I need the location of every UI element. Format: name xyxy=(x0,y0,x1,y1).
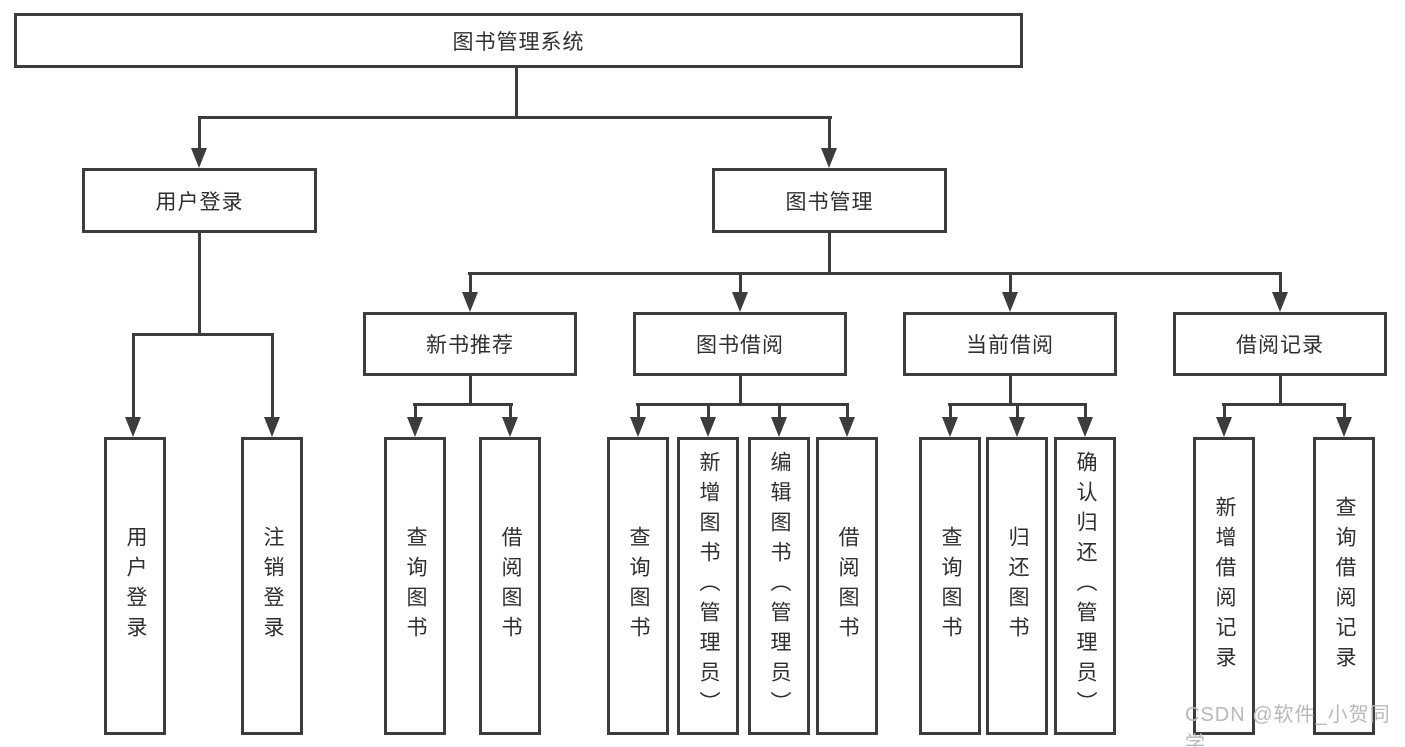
connector-drop-book-management xyxy=(828,116,831,150)
connector-drop-cb-return xyxy=(1016,403,1019,419)
node-leaf-cb-confirm-return-admin: 确认归还（管理员） xyxy=(1054,437,1116,735)
connector-drop-br-query xyxy=(1343,403,1346,419)
connector-user-login-hline xyxy=(132,333,274,336)
arrowhead-borrow-record xyxy=(1272,292,1288,312)
csdn-watermark: CSDN @软件_小贺同学 xyxy=(1185,704,1391,747)
node-current-borrow: 当前借阅 xyxy=(903,312,1117,376)
connector-drop-logout-login xyxy=(271,333,274,419)
arrowhead-cb-confirm xyxy=(1077,417,1093,437)
node-book-borrow: 图书借阅 xyxy=(633,312,847,376)
arrowhead-current-borrow xyxy=(1002,292,1018,312)
connector-cb-stub xyxy=(1009,376,1012,406)
node-book-borrow-label: 图书借阅 xyxy=(696,334,784,357)
node-current-borrow-label: 当前借阅 xyxy=(966,334,1054,357)
node-user-login-label: 用户登录 xyxy=(155,190,244,214)
node-leaf-bb-borrow-book-label: 借阅图书 xyxy=(836,526,859,646)
arrowhead-user-login xyxy=(191,148,207,168)
node-new-book-recommend-label: 新书推荐 xyxy=(426,334,514,357)
node-leaf-bb-borrow-book: 借阅图书 xyxy=(816,437,878,735)
connector-drop-new-book-recommend xyxy=(469,272,472,294)
connector-level2-hline xyxy=(198,116,832,119)
connector-drop-user-login-leaf xyxy=(132,333,135,419)
node-leaf-bb-add-book-admin-label: 新增图书（管理员） xyxy=(697,451,720,721)
arrowhead-br-add xyxy=(1216,417,1232,437)
node-leaf-nbr-borrow-book-label: 借阅图书 xyxy=(499,526,522,646)
node-leaf-cb-query-book: 查询图书 xyxy=(919,437,981,735)
node-leaf-logout-login-label: 注销登录 xyxy=(261,526,284,646)
node-leaf-cb-return-book-label: 归还图书 xyxy=(1006,526,1029,646)
connector-drop-nbr-borrow xyxy=(509,403,512,419)
connector-drop-bb-query xyxy=(637,403,640,419)
arrowhead-cb-query xyxy=(942,417,958,437)
arrowhead-nbr-borrow xyxy=(502,417,518,437)
connector-drop-user-login xyxy=(198,116,201,150)
connector-drop-book-borrow xyxy=(739,272,742,294)
node-borrow-record-label: 借阅记录 xyxy=(1236,334,1324,357)
connector-drop-nbr-query xyxy=(414,403,417,419)
connector-br-stub xyxy=(1279,376,1282,406)
connector-level3-hline xyxy=(468,272,1282,275)
connector-drop-bb-edit xyxy=(778,403,781,419)
connector-user-login-stub xyxy=(198,233,201,336)
arrowhead-bb-query xyxy=(630,417,646,437)
node-leaf-logout-login: 注销登录 xyxy=(241,437,303,735)
arrowhead-nbr-query xyxy=(407,417,423,437)
node-leaf-cb-query-book-label: 查询图书 xyxy=(939,526,962,646)
connector-drop-cb-query xyxy=(949,403,952,419)
node-leaf-br-query-record-label: 查询借阅记录 xyxy=(1333,496,1356,676)
node-leaf-nbr-query-book: 查询图书 xyxy=(384,437,446,735)
connector-drop-borrow-record xyxy=(1279,272,1282,294)
connector-drop-br-add xyxy=(1223,403,1226,419)
connector-drop-bb-add xyxy=(707,403,710,419)
node-leaf-bb-edit-book-admin: 编辑图书（管理员） xyxy=(748,437,810,735)
arrowhead-user-login-leaf xyxy=(125,417,141,437)
connector-nbr-hline xyxy=(413,403,513,406)
connector-br-hline xyxy=(1222,403,1346,406)
node-new-book-recommend: 新书推荐 xyxy=(363,312,577,376)
connector-drop-bb-borrow xyxy=(846,403,849,419)
arrowhead-book-borrow xyxy=(732,292,748,312)
node-library-management-system-label: 图书管理系统 xyxy=(452,30,585,54)
node-leaf-br-add-record: 新增借阅记录 xyxy=(1193,437,1255,735)
connector-bb-hline xyxy=(636,403,848,406)
connector-drop-current-borrow xyxy=(1009,272,1012,294)
connector-drop-cb-confirm xyxy=(1084,403,1087,419)
node-leaf-nbr-borrow-book: 借阅图书 xyxy=(479,437,541,735)
node-leaf-nbr-query-book-label: 查询图书 xyxy=(404,526,427,646)
node-leaf-bb-query-book: 查询图书 xyxy=(607,437,669,735)
connector-bb-stub xyxy=(739,376,742,406)
node-borrow-record: 借阅记录 xyxy=(1173,312,1387,376)
connector-nbr-stub xyxy=(469,376,472,406)
node-library-management-system: 图书管理系统 xyxy=(14,13,1023,68)
node-leaf-bb-query-book-label: 查询图书 xyxy=(627,526,650,646)
node-leaf-cb-confirm-return-admin-label: 确认归还（管理员） xyxy=(1074,451,1097,721)
arrowhead-bb-add xyxy=(700,417,716,437)
arrowhead-logout-login xyxy=(264,417,280,437)
node-leaf-cb-return-book: 归还图书 xyxy=(986,437,1048,735)
node-book-management-label: 图书管理 xyxy=(785,190,874,214)
connector-root-stub xyxy=(515,68,518,119)
arrowhead-bb-borrow xyxy=(839,417,855,437)
connector-book-management-stub xyxy=(828,233,831,275)
node-book-management: 图书管理 xyxy=(712,168,947,233)
arrowhead-br-query xyxy=(1336,417,1352,437)
node-leaf-br-add-record-label: 新增借阅记录 xyxy=(1213,496,1236,676)
node-leaf-br-query-record: 查询借阅记录 xyxy=(1313,437,1375,735)
node-leaf-bb-add-book-admin: 新增图书（管理员） xyxy=(677,437,739,735)
node-leaf-bb-edit-book-admin-label: 编辑图书（管理员） xyxy=(768,451,791,721)
node-leaf-user-login: 用户登录 xyxy=(104,437,166,735)
arrowhead-cb-return xyxy=(1009,417,1025,437)
node-leaf-user-login-label: 用户登录 xyxy=(124,526,147,646)
arrowhead-new-book-recommend xyxy=(462,292,478,312)
arrowhead-bb-edit xyxy=(771,417,787,437)
node-user-login: 用户登录 xyxy=(82,168,317,233)
arrowhead-book-management xyxy=(821,148,837,168)
